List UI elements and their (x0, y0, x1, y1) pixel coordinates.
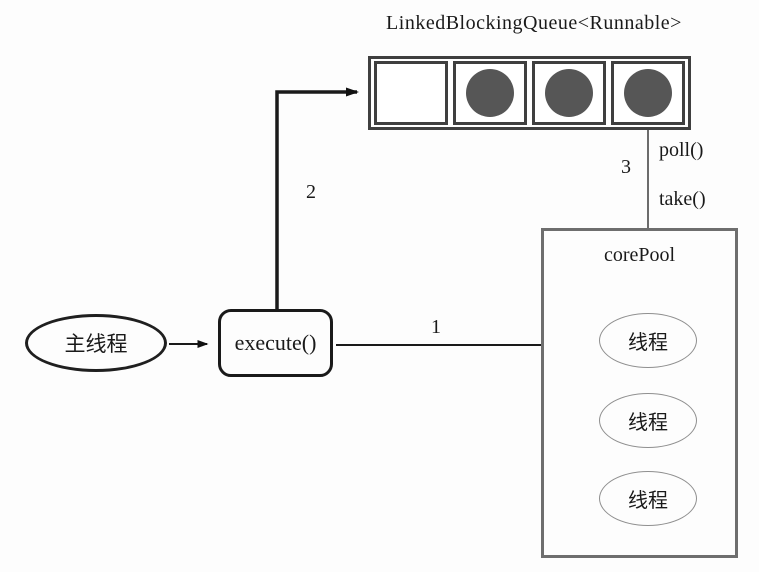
queue-cell (611, 61, 685, 125)
poll-label: poll() (659, 139, 704, 161)
thread-node: 线程 (599, 393, 697, 448)
step1-label: 1 (431, 316, 441, 338)
core-pool-label: corePool (603, 244, 676, 266)
task-circle (624, 69, 672, 117)
queue-cell (532, 61, 606, 125)
arrow-step2-execute-to-queue (275, 87, 359, 309)
take-label: take() (659, 188, 706, 210)
queue-cell (374, 61, 448, 125)
thread-node: 线程 (599, 471, 697, 526)
queue-cell (453, 61, 527, 125)
step2-label: 2 (306, 181, 316, 203)
blocking-queue (368, 56, 691, 130)
execute-node: execute() (218, 309, 333, 377)
step3-label: 3 (621, 156, 631, 178)
task-circle (545, 69, 593, 117)
task-circle (466, 69, 514, 117)
thread-node: 线程 (599, 313, 697, 368)
queue-title: LinkedBlockingQueue<Runnable> (386, 12, 682, 34)
main-thread-node: 主线程 (25, 314, 167, 372)
